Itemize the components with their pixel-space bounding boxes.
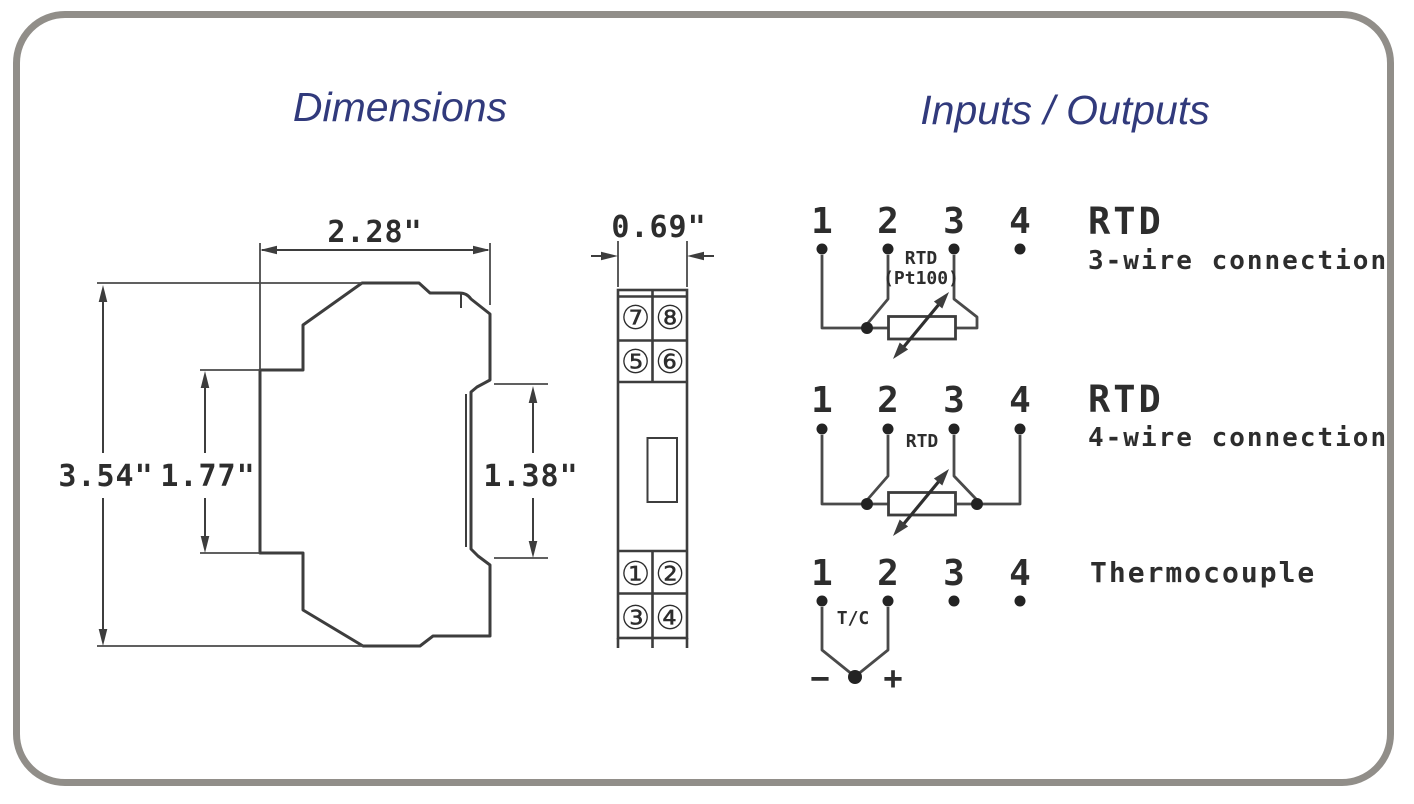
arrowhead-down — [893, 342, 909, 359]
terminal-4: ④ — [655, 598, 685, 637]
sensor-label: RTD — [906, 431, 939, 452]
terminal-number-1: 1 — [811, 201, 833, 242]
terminal-number-2: 2 — [877, 553, 899, 594]
side-profile-outline — [258, 281, 492, 648]
junction-dot — [861, 498, 873, 510]
sensor-label: T/C — [837, 608, 870, 629]
rtd-3wire-title: RTD — [1088, 200, 1164, 243]
bottom-stubs — [616, 638, 689, 648]
terminal-8: ⑧ — [655, 298, 685, 337]
variability-arrow — [900, 478, 942, 528]
width-dimension-label: 2.28" — [327, 215, 422, 250]
extension-line — [617, 241, 688, 287]
inner-height-dimension-label: 1.77" — [160, 459, 255, 494]
arrowhead-right — [473, 245, 490, 255]
terminal-dot — [816, 423, 828, 435]
overall-height-dimension-label: 3.54" — [58, 459, 153, 494]
terminal-dot — [1014, 595, 1026, 607]
dimensions-heading: Dimensions — [292, 84, 508, 130]
side-view-drawing: 2.28" 3.54" 1.77" 1.38" — [58, 215, 578, 648]
rtd-3wire-diagram: 1 2 3 4 RTD (Pt100) — [811, 201, 1031, 359]
terminal-dot — [948, 243, 960, 255]
terminal-dot — [882, 423, 894, 435]
arrowhead-right — [601, 251, 618, 261]
wire — [856, 607, 890, 677]
arrowhead-left — [260, 245, 277, 255]
wire — [955, 435, 1022, 506]
rtd-3wire-subtitle: 3-wire connection — [1088, 246, 1389, 276]
arrowhead-down — [528, 541, 538, 558]
polarity-minus-label: − — [810, 659, 829, 697]
terminal-3: ③ — [621, 598, 651, 637]
front-view-drawing: 0.69" ⑦ ⑧ ⑤ ⑥ ① ② ③ ④ — [591, 210, 714, 648]
rounded-frame-border — [13, 11, 1394, 786]
junction-dot — [971, 498, 983, 510]
terminal-dot — [948, 423, 960, 435]
wire — [952, 435, 978, 500]
terminal-1: ① — [621, 554, 651, 593]
inputs-outputs-heading: Inputs / Outputs — [920, 87, 1210, 133]
wire — [952, 255, 979, 330]
sensor-sublabel: (Pt100) — [883, 268, 959, 289]
terminal-2: ② — [655, 554, 685, 593]
terminal-number-2: 2 — [877, 380, 899, 421]
terminal-5: ⑤ — [621, 342, 651, 381]
terminal-number-4: 4 — [1009, 201, 1031, 242]
rtd-4wire-subtitle: 4-wire connection — [1088, 423, 1389, 453]
rtd-resistor-symbol — [887, 315, 957, 341]
junction-dot — [861, 322, 873, 334]
terminal-dot — [816, 595, 828, 607]
sensor-label: RTD — [905, 248, 938, 269]
terminal-dot — [1014, 243, 1026, 255]
rtd-4wire-diagram: 1 2 3 4 RTD — [811, 380, 1031, 536]
rtd-4wire-title: RTD — [1088, 378, 1164, 421]
arrowhead-down — [98, 629, 108, 646]
terminal-dot — [882, 243, 894, 255]
module-width-dimension-label: 0.69" — [611, 210, 706, 245]
terminal-number-1: 1 — [811, 380, 833, 421]
junction-dot — [848, 670, 862, 684]
terminal-number-3: 3 — [943, 553, 965, 594]
terminal-number-4: 4 — [1009, 380, 1031, 421]
terminal-dot — [882, 595, 894, 607]
wire — [866, 435, 890, 500]
arrowhead-up — [528, 386, 538, 403]
wire — [866, 255, 890, 324]
arrowhead-up — [200, 371, 210, 388]
terminal-number-3: 3 — [943, 380, 965, 421]
terminal-number-4: 4 — [1009, 553, 1031, 594]
arrowhead-left — [687, 251, 704, 261]
terminal-number-1: 1 — [811, 553, 833, 594]
terminal-dot — [816, 243, 828, 255]
terminal-6: ⑥ — [655, 342, 685, 381]
wire — [820, 435, 888, 506]
wire — [820, 607, 854, 677]
thermocouple-title: Thermocouple — [1090, 556, 1317, 589]
arrowhead-down — [200, 536, 210, 553]
wire — [820, 255, 888, 330]
terminal-number-2: 2 — [877, 201, 899, 242]
arrowhead-up — [98, 285, 108, 302]
polarity-plus-label: + — [883, 659, 902, 697]
arrowhead-up — [933, 469, 949, 486]
thermocouple-diagram: 1 2 3 4 T/C − + — [810, 553, 1030, 697]
arrowhead-up — [933, 292, 949, 309]
terminal-number-3: 3 — [943, 201, 965, 242]
rail-height-dimension-label: 1.38" — [483, 459, 578, 494]
arrowhead-down — [893, 519, 909, 536]
terminal-dot — [948, 595, 960, 607]
front-display-window — [646, 437, 678, 503]
variability-arrow — [900, 301, 942, 351]
terminal-7: ⑦ — [621, 298, 651, 337]
terminal-dot — [1014, 423, 1026, 435]
